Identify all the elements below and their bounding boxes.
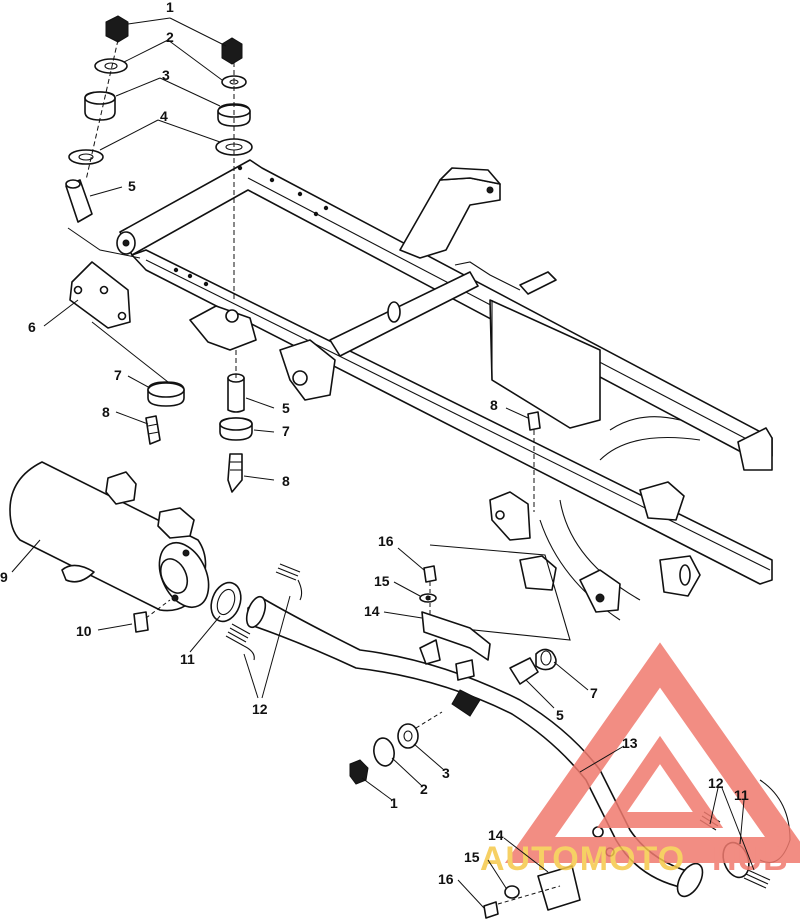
bolt-8c [527,411,541,431]
nut-1a [105,15,129,43]
bracket-14b [537,865,581,911]
muffler-assembly [9,461,303,661]
callout-15-mid: 15 [374,573,390,589]
bracket-14a [421,611,491,661]
callout-4-top: 4 [160,108,168,124]
spring-12b [275,563,303,601]
spring-12c [743,869,771,889]
callout-11-right: 11 [734,787,749,803]
callout-14-lower: 14 [488,827,504,843]
washer-2a [94,58,128,74]
muffler-bracket-top [105,471,137,505]
callout-3-lower: 3 [442,765,450,781]
upper-mount-hardware [65,15,253,383]
callout-labels: 1 2 3 4 5 6 7 8 5 7 8 8 9 10 11 12 16 15… [0,0,749,887]
svg-text:AUTOMOTO: AUTOMOTO [480,840,685,878]
sleeve-5b [227,377,245,413]
bolt-8b [227,453,243,493]
callout-7-left: 7 [114,367,122,383]
callout-1-top: 1 [166,0,174,15]
callout-5-lower: 5 [556,707,564,723]
callout-12-right: 12 [708,775,724,791]
nut-1c [349,759,369,785]
leader-lines [11,17,755,909]
bolt-8a [145,415,161,445]
callout-10: 10 [76,623,92,639]
callout-8-left: 8 [102,404,110,420]
callout-1-lower: 1 [390,795,398,811]
bushing-7c [535,648,557,671]
callout-13: 13 [622,735,638,751]
callout-7-mid: 7 [282,423,290,439]
callout-12-left: 12 [252,701,268,717]
callout-5-mid: 5 [282,400,290,416]
spring-12a [225,623,255,661]
callout-16-lower: 16 [438,871,454,887]
bolt-16b [483,901,499,919]
callout-16-mid: 16 [378,533,394,549]
gasket-11a [210,581,242,623]
washer-15b [504,885,520,899]
nut-1b [221,37,243,65]
callout-11-left: 11 [180,651,195,667]
bolt-16a [423,565,437,583]
callout-9: 9 [0,569,8,585]
callout-2-lower: 2 [420,781,428,797]
callout-14-mid: 14 [364,603,380,619]
automotohub-watermark: AUTOMOTO HUB [480,642,800,878]
callout-5-top: 5 [128,178,136,194]
bushing-3c [397,723,419,749]
callout-2-top: 2 [166,29,174,45]
callout-8-mid: 8 [282,473,290,489]
callout-3-top: 3 [162,67,170,83]
callout-8-right: 8 [490,397,498,413]
frame-assembly [69,159,773,641]
washer-4a [68,149,104,165]
sleeve-5c [509,657,539,685]
pipe-mount-hardware [349,565,791,919]
washer-2c [373,737,395,767]
callout-7-lower: 7 [590,685,598,701]
callout-6: 6 [28,319,36,335]
callout-15-lower: 15 [464,849,480,865]
svg-text:HUB: HUB [712,840,789,878]
lower-mount-hardware [145,350,541,512]
bolt-10 [133,611,149,633]
